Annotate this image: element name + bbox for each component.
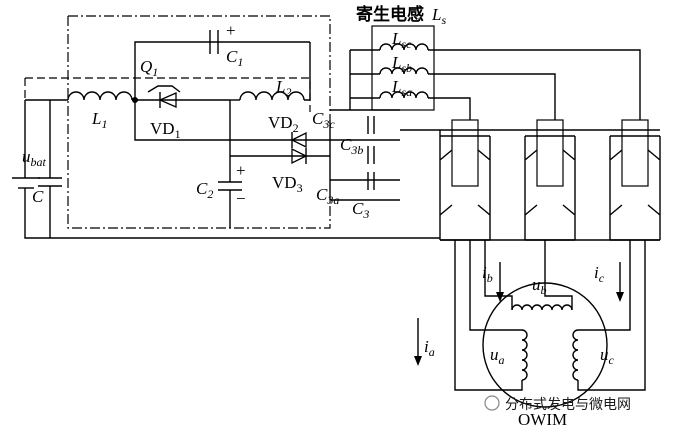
vd3-diode bbox=[291, 147, 308, 165]
q1-switch bbox=[147, 85, 181, 93]
dc-bus-top bbox=[400, 129, 660, 136]
wechat-icon bbox=[484, 395, 500, 411]
inductor-l1 bbox=[67, 91, 133, 101]
label-ib: ib bbox=[482, 263, 493, 285]
lead-phase-c bbox=[577, 240, 646, 391]
label-c2: C2 bbox=[196, 179, 213, 201]
label-c3: C3 bbox=[352, 199, 369, 221]
label-owim: OWIM bbox=[518, 410, 567, 429]
parasitic-box bbox=[371, 25, 435, 111]
arrow-ia bbox=[414, 318, 422, 366]
vd1-diode bbox=[158, 92, 177, 108]
label-lsb: Lsb bbox=[391, 53, 412, 75]
c2-plus: + bbox=[236, 161, 246, 180]
label-ua: ua bbox=[490, 345, 505, 367]
label-ia: ia bbox=[424, 337, 435, 359]
label-c: C bbox=[32, 187, 44, 206]
label-q1: Q1 bbox=[140, 57, 158, 79]
label-vd2: VD2 bbox=[268, 113, 299, 135]
lead-lsa bbox=[350, 97, 471, 120]
winding-ua bbox=[521, 329, 528, 381]
label-lsa: Lsa bbox=[391, 77, 412, 99]
dashdot-loop-top bbox=[68, 15, 331, 120]
inductor-lsc bbox=[379, 43, 429, 51]
inverter-leg-a bbox=[439, 119, 491, 241]
lead-phase-a bbox=[454, 240, 523, 391]
label-ub: ub bbox=[532, 275, 547, 297]
label-l2: L2 bbox=[275, 77, 291, 99]
c1-plus: + bbox=[226, 21, 236, 40]
q1-box bbox=[134, 41, 310, 141]
title-parasitic: 寄生电感 bbox=[356, 4, 424, 25]
label-lsc: Lsc bbox=[391, 29, 412, 51]
winding-ub bbox=[511, 304, 573, 311]
label-l1: L1 bbox=[91, 109, 107, 131]
inverter-leg-c bbox=[609, 119, 661, 241]
watermark: 分布式发电与微电网 bbox=[484, 395, 631, 413]
arrow-ib bbox=[496, 262, 504, 302]
label-ubat: ubat bbox=[22, 147, 47, 169]
vd2-diode bbox=[290, 131, 307, 149]
lead-lsb bbox=[350, 73, 556, 120]
c3-bus bbox=[329, 109, 400, 201]
c2-minus: − bbox=[236, 189, 246, 208]
dashdot-loop-left bbox=[67, 16, 331, 229]
vd-bus bbox=[230, 139, 330, 157]
arrow-ic bbox=[616, 262, 624, 302]
left-bus bbox=[24, 100, 440, 239]
label-c3c: C3c bbox=[312, 109, 335, 131]
label-uc: uc bbox=[600, 345, 615, 367]
label-c3b: C3b bbox=[340, 135, 363, 157]
watermark-text: 分布式发电与微电网 bbox=[505, 397, 631, 413]
lead-phase-b bbox=[484, 240, 573, 310]
motor-circle bbox=[482, 282, 608, 408]
inductor-lsa bbox=[379, 91, 429, 99]
label-c3a: C3a bbox=[316, 185, 339, 207]
title-ls: Ls bbox=[431, 5, 446, 27]
label-vd3: VD3 bbox=[272, 173, 303, 195]
lead-lsc bbox=[350, 49, 641, 120]
winding-uc bbox=[572, 329, 579, 381]
inductor-l2 bbox=[239, 91, 305, 101]
label-ic: ic bbox=[594, 263, 605, 285]
inductor-lsb bbox=[379, 67, 429, 75]
label-vd1: VD1 bbox=[150, 119, 181, 141]
inverter-leg-b bbox=[524, 119, 576, 241]
rail-l2-right bbox=[304, 42, 311, 101]
label-c1: C1 bbox=[226, 47, 243, 69]
